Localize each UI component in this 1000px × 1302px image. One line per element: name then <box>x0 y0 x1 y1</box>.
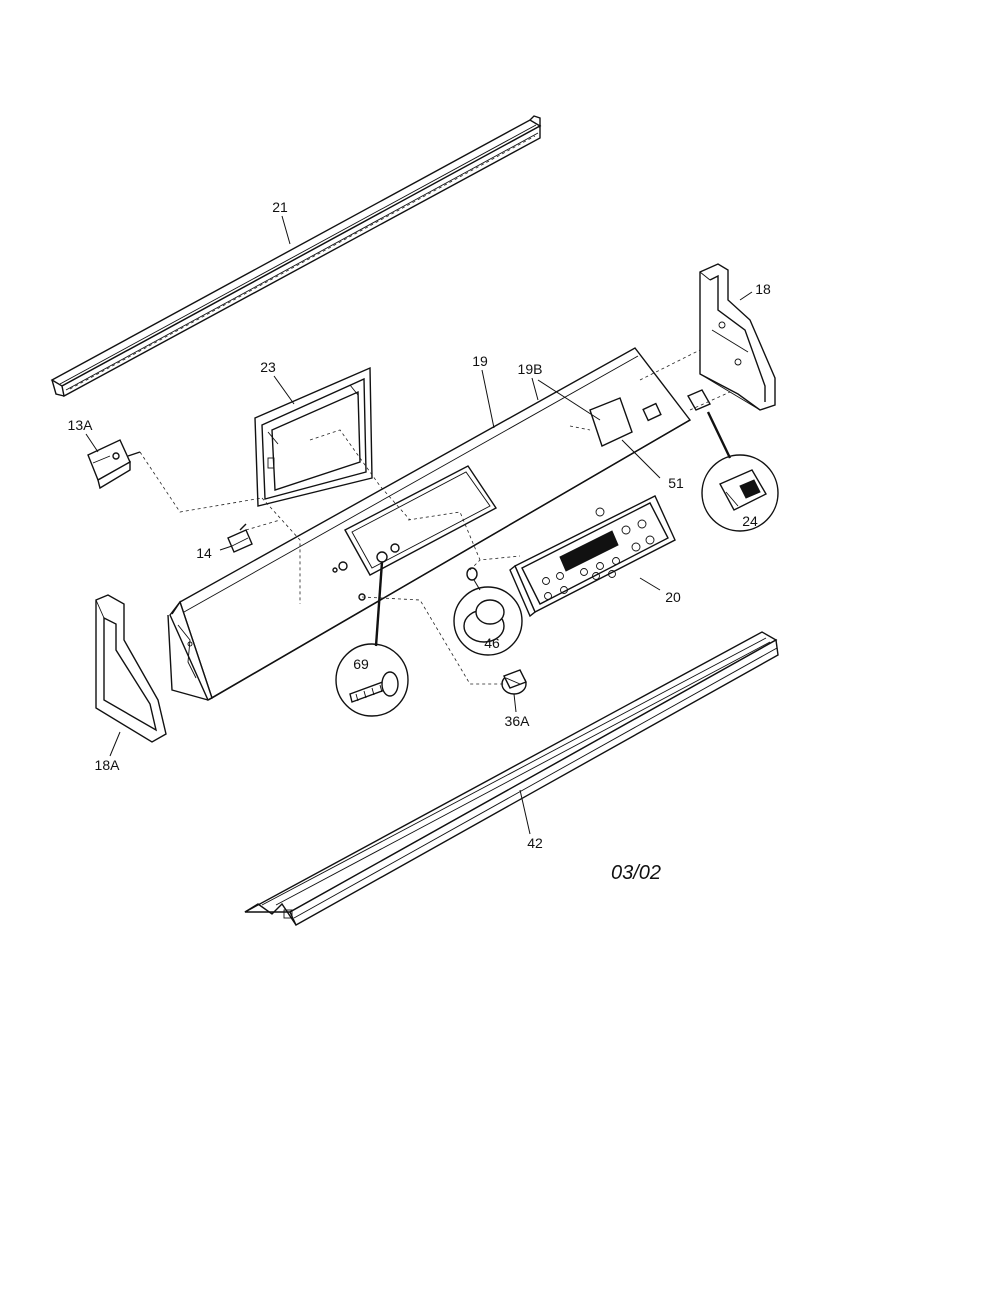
part-36a-knob <box>501 669 527 695</box>
part-labels: 21 18 23 19 19B 13A 51 24 14 20 46 69 36… <box>68 199 771 851</box>
assembly-lines <box>139 349 731 685</box>
label-18: 18 <box>755 281 771 297</box>
part-18-right-end-cap <box>699 263 776 411</box>
label-18a: 18A <box>95 757 121 773</box>
label-20: 20 <box>665 589 681 605</box>
part-46-knob-detail <box>453 567 523 656</box>
label-19b: 19B <box>518 361 543 377</box>
label-46: 46 <box>484 635 500 651</box>
leader-lines <box>85 215 753 835</box>
label-23: 23 <box>260 359 276 375</box>
part-19-control-panel <box>167 347 692 701</box>
label-21: 21 <box>272 199 288 215</box>
label-24: 24 <box>742 513 758 529</box>
part-13a-switch <box>87 439 141 490</box>
date-code: 03/02 <box>611 862 661 884</box>
part-21-trim-channel <box>50 115 542 398</box>
part-20-oven-control-board <box>509 495 676 618</box>
part-24-selector-detail <box>687 389 779 532</box>
part-23-bracket <box>254 366 373 507</box>
part-69-screw-detail <box>335 643 409 717</box>
label-14: 14 <box>196 545 212 561</box>
label-13a: 13A <box>68 417 94 433</box>
label-36a: 36A <box>505 713 531 729</box>
part-18a-left-end-cap <box>95 594 167 743</box>
label-42: 42 <box>527 835 543 851</box>
label-19: 19 <box>472 353 488 369</box>
part-42-bottom-trim <box>244 631 779 926</box>
part-14-clip <box>227 523 253 553</box>
label-69: 69 <box>353 656 369 672</box>
label-51: 51 <box>668 475 684 491</box>
